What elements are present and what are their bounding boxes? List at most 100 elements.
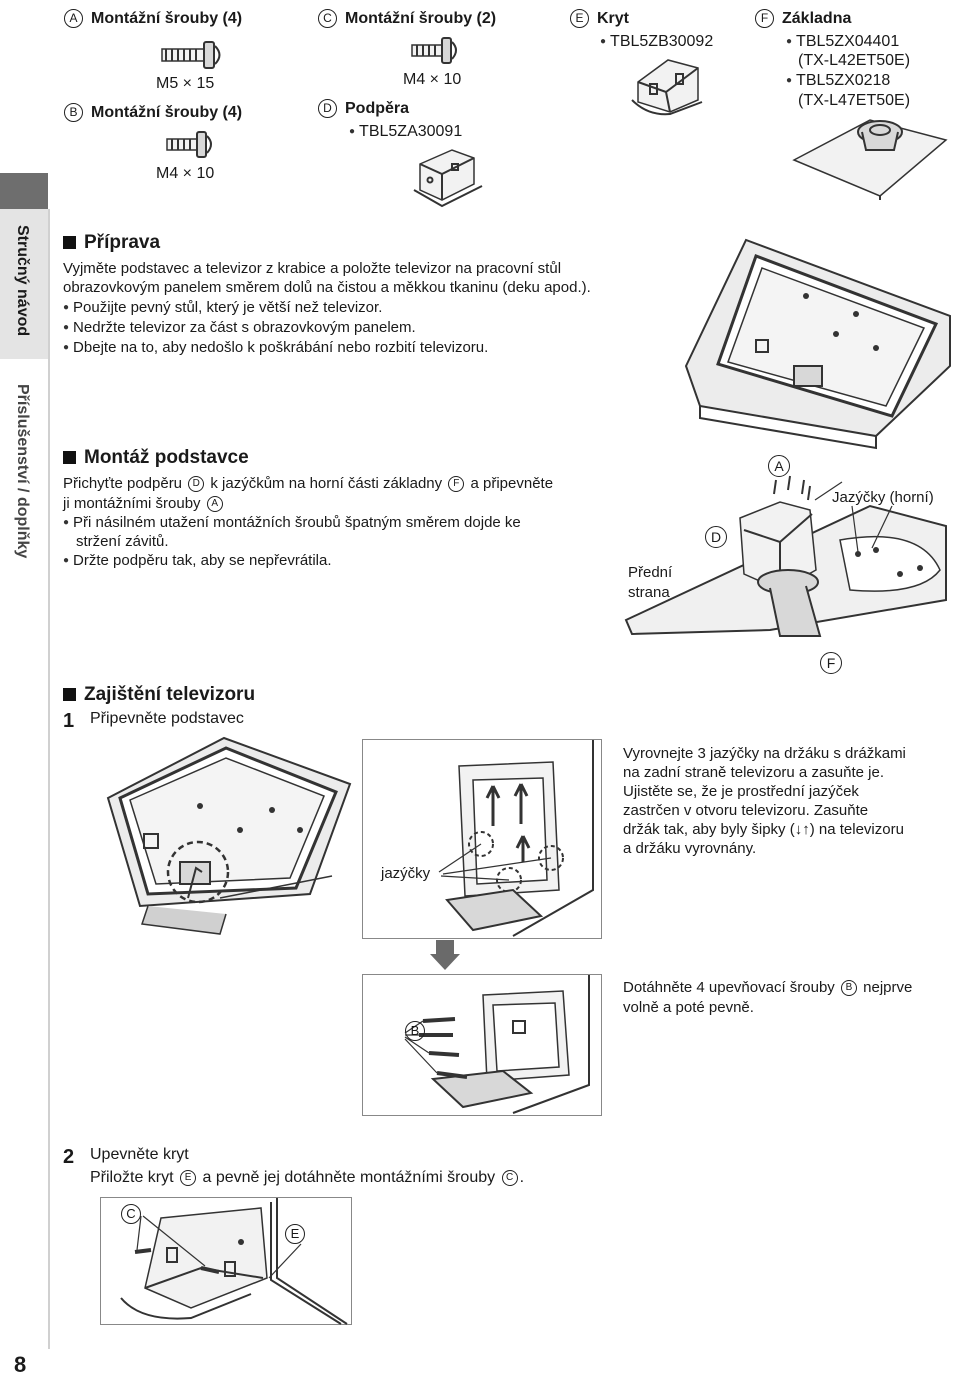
step2-line-b: a pevně jej dotáhněte montážními šrouby — [202, 1169, 496, 1186]
screw-c-icon — [411, 37, 457, 64]
align-desc-line-6: a držáku vyrovnány. — [623, 840, 757, 857]
ref-f-circle: F — [448, 476, 465, 493]
montaz-heading: Montáž podstavce — [63, 447, 249, 469]
tabs-top-label: Jazýčky (horní) — [832, 489, 934, 506]
step1-title: Připevněte podstavec — [90, 710, 244, 727]
step2-line-a: Přiložte kryt — [90, 1169, 174, 1186]
tighten-screws-illustration — [404, 975, 590, 1114]
part-d-title: D Podpěra — [318, 99, 409, 119]
align-desc-line-4: zastrčen v otvoru televizoru. Zasuňte — [623, 802, 869, 819]
montaz-line2-text: ji montážními šrouby — [63, 495, 201, 512]
part-c-title: C Montážní šrouby (2) — [318, 9, 496, 29]
part-f-code2: TBL5ZX0218 — [786, 71, 890, 91]
sidebar-tab2-label: Příslušenství / doplňky — [14, 384, 31, 559]
priprava-line2: obrazovkovým panelem směrem dolů na čist… — [63, 279, 591, 296]
part-a-name: Montážní šrouby (4) — [91, 10, 243, 27]
tv-on-table-illustration — [684, 238, 951, 450]
priprava-heading: Příprava — [63, 232, 160, 254]
part-f-title: F Základna — [755, 9, 851, 29]
sidebar-tab-strucny-navod: Stručný návod — [0, 209, 48, 359]
base-plate-icon — [792, 119, 948, 200]
part-f-model2: (TX-L47ET50E) — [798, 92, 911, 109]
step2-title: Upevněte kryt — [90, 1146, 189, 1163]
tighten-desc-b: nejprve — [863, 979, 913, 996]
montaz-line1-c: a připevněte — [470, 475, 554, 492]
part-d-code: TBL5ZA30091 — [349, 122, 462, 142]
tv-back-attach-illustration — [106, 736, 352, 935]
cover-icon — [631, 59, 703, 116]
montaz-bullet-1a: Při násilném utažení montážních šroubů š… — [63, 513, 521, 532]
part-d-name: Podpěra — [345, 100, 410, 117]
part-a-size: M5 × 15 — [156, 75, 215, 92]
step2-line-c: . — [519, 1169, 525, 1186]
priprava-bullet-3: Dbejte na to, aby nedošlo k poškrábání n… — [63, 338, 488, 357]
ref-d-circle: D — [188, 476, 205, 493]
cover-attach-panel: C E — [100, 1197, 352, 1325]
front-label-2: strana — [628, 584, 670, 601]
sidebar-divider — [48, 209, 50, 1349]
letter-e-circle: E — [570, 9, 589, 29]
support-bracket-icon — [413, 149, 483, 208]
part-b-name: Montážní šrouby (4) — [91, 104, 243, 121]
tighten-screws-panel: B — [362, 974, 602, 1116]
align-desc-line-2: na zadní straně televizoru a zasuňte je. — [623, 764, 884, 781]
sidebar-tab1-label: Stručný návod — [14, 225, 31, 337]
step1-number: 1 — [63, 710, 75, 732]
diagram-label-f: F — [820, 652, 842, 674]
montaz-bullet-1b: stržení závitů. — [76, 533, 169, 550]
diagram-label-b: B — [405, 1021, 425, 1041]
part-e-name: Kryt — [597, 10, 630, 27]
diagram-label-c: C — [121, 1204, 141, 1224]
letter-a-circle: A — [64, 9, 83, 29]
ref-e-circle: E — [180, 1169, 197, 1186]
align-desc-line-5: držák tak, aby byly šipky (↓↑) na televi… — [623, 821, 904, 838]
ref-c-circle: C — [501, 1169, 518, 1186]
stand-assembly-illustration — [624, 475, 947, 637]
tabs-label: jazýčky — [381, 865, 431, 882]
step2-line: Přiložte kryt E a pevně jej dotáhněte mo… — [90, 1168, 524, 1188]
step2-number: 2 — [63, 1146, 75, 1168]
align-desc-line-3: Ujistěte se, že je prostřední jazýček — [623, 783, 859, 800]
montaz-line1: Přichyťte podpěru D k jazýčkům na horní … — [63, 474, 553, 493]
align-tabs-panel: jazýčky — [362, 739, 602, 939]
tighten-desc-a: Dotáhněte 4 upevňovací šrouby — [623, 979, 835, 996]
ref-b-circle: B — [840, 980, 857, 997]
tighten-desc-line1: Dotáhněte 4 upevňovací šrouby B nejprve — [623, 978, 912, 997]
letter-b-circle: B — [64, 103, 83, 123]
sidebar-top-block — [0, 173, 48, 209]
montaz-line2: ji montážními šrouby A — [63, 494, 225, 513]
priprava-line1: Vyjměte podstavec a televizor z krabice … — [63, 260, 562, 277]
part-a-title: A Montážní šrouby (4) — [64, 9, 242, 29]
montaz-line1-b: k jazýčkům na horní části základny — [210, 475, 443, 492]
part-f-name: Základna — [782, 10, 852, 27]
diagram-label-a: A — [768, 455, 790, 477]
diagram-label-d: D — [705, 526, 727, 548]
screw-a-icon — [161, 41, 221, 69]
montaz-line1-a: Přichyťte podpěru — [63, 475, 183, 492]
part-f-model1: (TX-L42ET50E) — [798, 52, 911, 69]
front-label-1: Přední — [628, 564, 673, 581]
diagram-label-e: E — [285, 1224, 305, 1244]
part-e-code: TBL5ZB30092 — [600, 32, 713, 52]
part-f-code1: TBL5ZX04401 — [786, 32, 899, 52]
part-c-size: M4 × 10 — [403, 71, 462, 88]
letter-d-circle: D — [318, 99, 337, 119]
part-e-title: E Kryt — [570, 9, 629, 29]
align-description: Vyrovnejte 3 jazýčky na držáku s drážkam… — [623, 744, 953, 858]
down-arrow-icon — [430, 940, 460, 970]
zajisteni-heading: Zajištění televizoru — [63, 684, 255, 706]
priprava-bullet-1: Použijte pevný stůl, který je větší než … — [63, 298, 382, 317]
part-b-title: B Montážní šrouby (4) — [64, 103, 242, 123]
letter-f-circle: F — [755, 9, 774, 29]
ref-a-circle: A — [206, 496, 223, 513]
align-desc-line-1: Vyrovnejte 3 jazýčky na držáku s drážkam… — [623, 745, 906, 762]
part-b-size: M4 × 10 — [156, 165, 215, 182]
tighten-desc-line2: volně a poté pevně. — [623, 999, 754, 1016]
sidebar-tab-prislusenstvi: Příslušenství / doplňky — [0, 362, 48, 612]
part-c-name: Montážní šrouby (2) — [345, 10, 497, 27]
montaz-bullet-2: Držte podpěru tak, aby se nepřevrátila. — [63, 551, 331, 570]
cover-attach-illustration — [120, 1198, 348, 1325]
tabs-align-illustration — [438, 740, 594, 937]
page-number: 8 — [14, 1352, 27, 1377]
letter-c-circle: C — [318, 9, 337, 29]
